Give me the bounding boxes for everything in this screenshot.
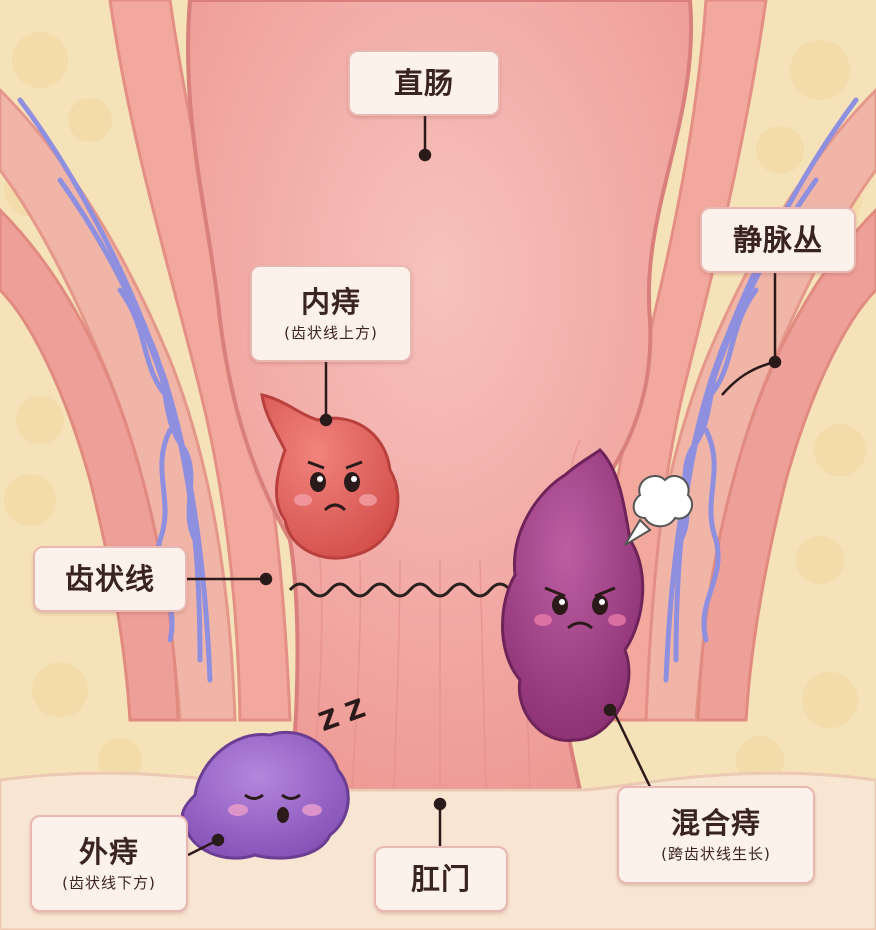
venous-plexus-label-text: 静脉丛 bbox=[732, 223, 823, 257]
external-hemorrhoid-note: (齿状线下方) bbox=[62, 873, 156, 892]
rectum-label: 直肠 bbox=[348, 50, 500, 116]
mixed-hemorrhoid-note: (跨齿状线生长) bbox=[661, 845, 771, 863]
anus-label: 肛门 bbox=[374, 846, 508, 912]
dentate-line-label: 齿状线 bbox=[33, 546, 187, 612]
anus-label-text: 肛门 bbox=[410, 862, 471, 896]
leader-lines bbox=[187, 116, 782, 857]
mixed-hemorrhoid-label: 混合痔 (跨齿状线生长) bbox=[617, 786, 815, 884]
external-hemorrhoid-label: 外痔 (齿状线下方) bbox=[30, 815, 188, 912]
internal-hemorrhoid-label-text: 内痔 bbox=[300, 284, 361, 319]
mixed-hemorrhoid-label-text: 混合痔 bbox=[670, 806, 761, 840]
external-hemorrhoid bbox=[180, 730, 350, 860]
venous-plexus-label: 静脉丛 bbox=[700, 207, 856, 273]
mixed-hemorrhoid bbox=[501, 448, 645, 742]
internal-hemorrhoid-label: 内痔 (齿状线上方) bbox=[250, 265, 412, 362]
internal-hemorrhoid-note: (齿状线上方) bbox=[284, 323, 378, 342]
steam-puff bbox=[624, 475, 694, 546]
rectum-label-text: 直肠 bbox=[393, 66, 454, 100]
dentate-line bbox=[288, 582, 532, 598]
fat-tissue bbox=[4, 32, 866, 784]
dentate-line-label-text: 齿状线 bbox=[64, 562, 155, 596]
external-hemorrhoid-label-text: 外痔 bbox=[78, 834, 139, 869]
